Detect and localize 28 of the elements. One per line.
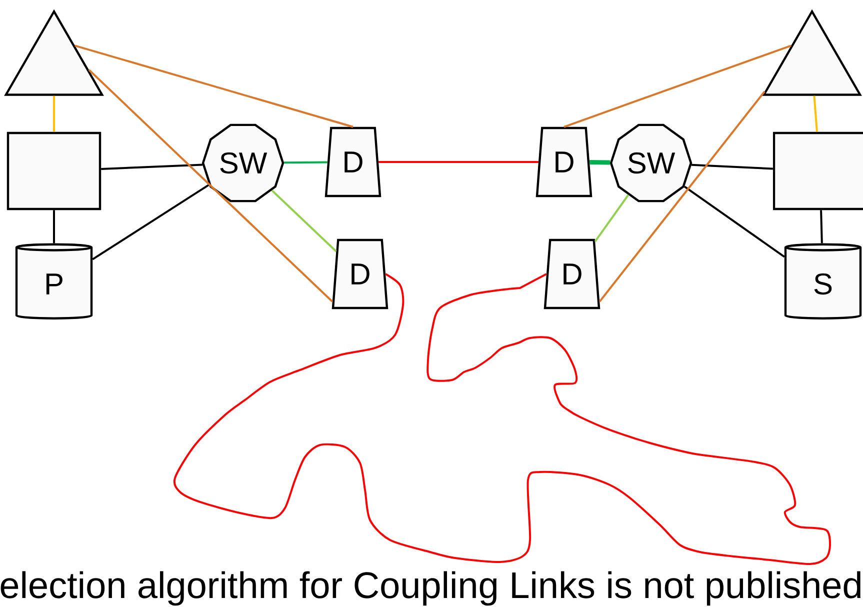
connector-line bbox=[813, 96, 818, 132]
connector-line bbox=[92, 184, 210, 260]
trapezoid-node: D bbox=[536, 126, 592, 198]
connector-line bbox=[684, 186, 785, 258]
connector-line bbox=[590, 160, 610, 165]
connector-line bbox=[53, 210, 55, 244]
connector-line bbox=[378, 161, 538, 163]
cylinder-node: S bbox=[784, 243, 862, 320]
connector-line bbox=[74, 44, 354, 128]
trapezoid-node: D bbox=[332, 238, 388, 310]
cylinder-node: P bbox=[15, 243, 93, 320]
connector-line bbox=[271, 190, 337, 252]
polygon-node: SW bbox=[202, 124, 284, 202]
trapezoid-node: D bbox=[544, 238, 600, 310]
caption-text: election algorithm for Coupling Links is not published bbox=[0, 571, 860, 606]
polygon-node: SW bbox=[610, 124, 692, 202]
trapezoid-node: D bbox=[324, 126, 382, 198]
square-node bbox=[6, 132, 102, 210]
connector-line bbox=[598, 90, 766, 302]
connector-line bbox=[284, 161, 328, 164]
connector-line bbox=[101, 164, 202, 170]
connector-line bbox=[53, 96, 55, 132]
wavy-line bbox=[174, 273, 831, 565]
connector-line bbox=[691, 164, 773, 170]
connector-line bbox=[594, 194, 630, 242]
connector-line bbox=[820, 210, 823, 244]
connector-line bbox=[88, 69, 334, 302]
connector-line bbox=[564, 44, 792, 128]
